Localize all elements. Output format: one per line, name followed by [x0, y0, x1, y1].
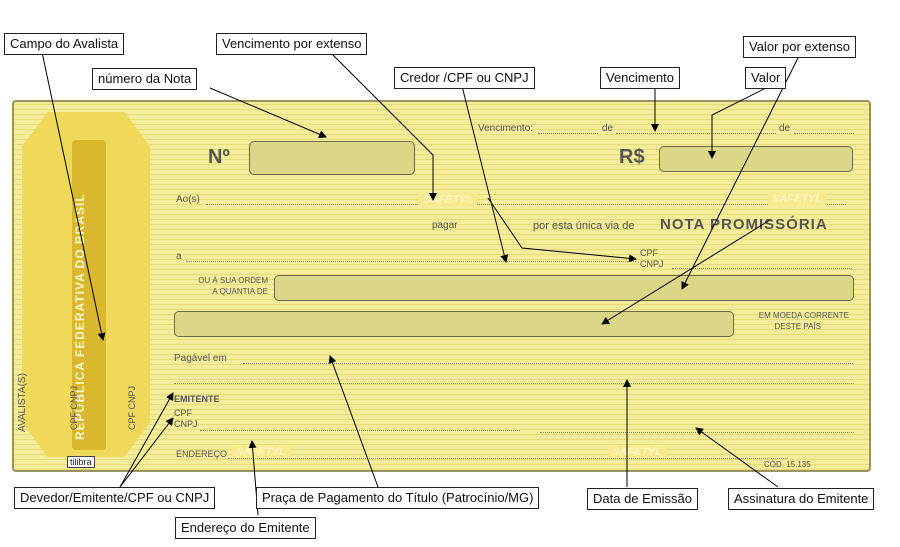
callout-vencimento-extenso: Vencimento por extenso — [216, 33, 368, 55]
ordem-line2: A QUANTIA DE — [212, 287, 268, 296]
moeda-line2: DESTE PAÍS — [774, 322, 821, 331]
endereco-label: ENDEREÇO — [176, 449, 228, 459]
emitente-cpf-line[interactable] — [200, 430, 520, 431]
valor-extenso-field-1[interactable] — [274, 275, 854, 301]
vencimento-de-1: de — [602, 123, 614, 134]
callout-assinatura: Assinatura do Emitente — [728, 488, 875, 510]
arrow-valor-extenso-2 — [601, 219, 771, 325]
emitente-label: EMITENTE — [174, 394, 220, 404]
avalista-field[interactable] — [72, 140, 106, 450]
arrow-praca — [328, 355, 379, 488]
por-esta-label: por esta única via de — [533, 220, 635, 232]
emitente-cnpj-label: CNPJ — [174, 419, 198, 429]
arrow-assinatura — [695, 427, 779, 488]
arrow-valor — [708, 85, 771, 159]
arrow-vencimento-extenso — [329, 51, 437, 201]
moeda-line1: EM MOEDA CORRENTE — [758, 311, 849, 320]
callout-numero-nota: número da Nota — [92, 68, 198, 90]
valor-extenso-field-2[interactable] — [174, 311, 734, 337]
vencimento-year-line[interactable] — [794, 133, 854, 134]
emitente-cpf-label: CPF — [174, 408, 192, 418]
arrow-numero — [209, 87, 327, 138]
credor-cpf-label: CPF — [640, 248, 658, 258]
numero-label: Nº — [208, 146, 230, 168]
credor-cnpj-label: CNPJ — [640, 259, 664, 269]
callout-campo-avalista: Campo do Avalista — [4, 33, 125, 55]
numero-nota-field[interactable] — [249, 141, 415, 175]
arrow-devedor-2 — [119, 417, 174, 488]
vencimento-de-2: de — [779, 123, 791, 134]
vencimento-label: Vencimento: — [478, 123, 534, 134]
callout-devedor: Devedor/Emitente/CPF ou CNPJ — [14, 487, 216, 509]
pagavel-label: Pagável em — [174, 353, 227, 364]
arrow-credor-cpf — [487, 197, 637, 263]
callout-valor: Valor — [745, 67, 787, 89]
emissao-line[interactable] — [174, 383, 854, 384]
aos-label: Ao(s) — [176, 194, 200, 205]
arrow-avalista — [41, 51, 106, 341]
callout-credor: Credor /CPF ou CNPJ — [394, 67, 535, 89]
callout-endereco: Endereço do Emitente — [175, 517, 316, 539]
vencimento-month-line[interactable] — [616, 133, 776, 134]
vencimento-extenso-line[interactable] — [206, 204, 846, 205]
ordem-line1: OU À SUA ORDEM — [198, 276, 268, 285]
endereco-line[interactable] — [228, 458, 788, 459]
vencimento-day-line[interactable] — [538, 133, 598, 134]
safetyl-mark-3: SAFETYL — [232, 446, 291, 458]
credor-cpf-line[interactable] — [672, 268, 852, 269]
pagar-label: pagar — [432, 220, 458, 231]
arrow-valor-extenso-1 — [681, 53, 801, 290]
a-label: a — [176, 251, 182, 262]
callout-vencimento: Vencimento — [600, 67, 680, 89]
arrow-credor — [461, 85, 509, 263]
callout-praca: Praça de Pagamento do Título (Patrocínio… — [256, 487, 540, 509]
nota-promissoria-title: NOTA PROMISSÓRIA — [660, 216, 828, 233]
safetyl-mark-2: SAFETYL — [768, 193, 827, 205]
tilibra-logo: tilibra — [67, 456, 95, 468]
safetyl-mark-4: SAFETYL — [608, 446, 667, 458]
callout-data-emissao: Data de Emissão — [587, 488, 698, 510]
credor-line[interactable] — [186, 261, 636, 262]
valor-field[interactable] — [659, 146, 853, 172]
praca-line[interactable] — [243, 363, 853, 364]
arrow-devedor-1 — [119, 392, 174, 488]
rs-label: R$ — [619, 146, 645, 168]
callout-valor-extenso: Valor por extenso — [743, 36, 856, 58]
cod-label: CÓD. 15.135 — [764, 460, 811, 469]
